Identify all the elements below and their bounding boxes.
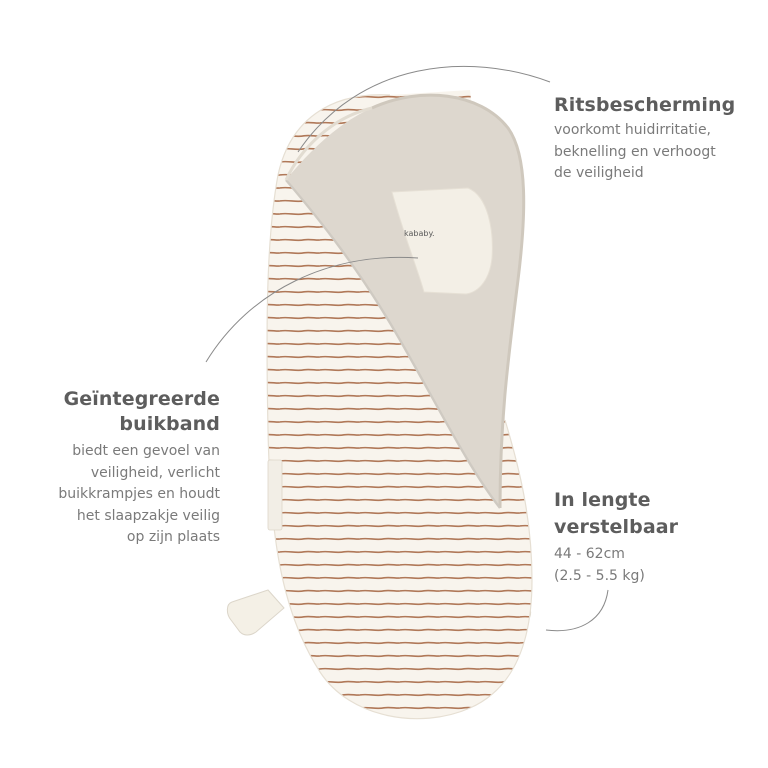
zipper-guard-title: Ritsbescherming <box>554 94 736 116</box>
left-strap <box>226 589 285 636</box>
length-leader-line <box>545 589 609 632</box>
adjustable-length-callout: In lengte verstelbaar 44 - 62cm (2.5 - 5… <box>554 487 759 587</box>
belly-band <box>391 187 493 295</box>
side-label-tag <box>267 459 283 531</box>
zipper-leader-line <box>297 65 551 153</box>
belly-band-description: biedt een gevoel van veiligheid, verlich… <box>58 443 220 545</box>
belly-band-title: Geïntegreerde buikband <box>63 388 220 435</box>
zipper-edge <box>285 179 501 509</box>
belly-band-callout: Geïntegreerde buikband biedt een gevoel … <box>20 387 220 549</box>
zipper-guard-callout: Ritsbescherming voorkomt huidirritatie, … <box>554 93 759 185</box>
brand-label: kababy. <box>404 229 435 238</box>
adjustable-length-title: In lengte verstelbaar <box>554 489 679 538</box>
belly-leader-line <box>205 256 419 363</box>
zipper-guard-description: voorkomt huidirritatie, beknelling en ve… <box>554 122 716 182</box>
adjustable-length-description: 44 - 62cm (2.5 - 5.5 kg) <box>554 546 645 584</box>
